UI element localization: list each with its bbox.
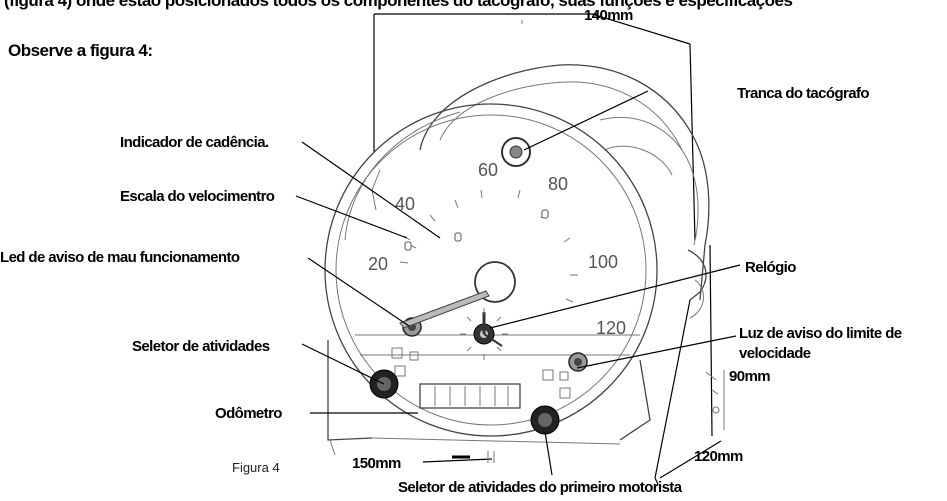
dimension-right-height: 90mm (729, 368, 770, 385)
label-first-driver-selector: Seletor de atividades do primeiro motori… (398, 479, 683, 496)
dial-number-40: 40 (395, 194, 415, 214)
dial-number-100: 100 (588, 252, 618, 272)
leader-lines (295, 13, 741, 476)
dial-number-120: 120 (596, 318, 626, 338)
dial-number-80: 80 (548, 174, 568, 194)
label-speed-limit-light-line1: Luz de aviso do limite de (739, 325, 902, 342)
label-cadence-indicator: Indicador de cadência. (120, 134, 269, 151)
label-odometer: Odômetro (215, 405, 282, 422)
label-speed-limit-light-line2: velocidade (739, 345, 811, 362)
dimension-bottom: 150mm (352, 455, 401, 472)
tachograph-device: 20 40 60 80 100 120 (324, 64, 720, 445)
label-speed-scale: Escala do velocimentro (120, 188, 275, 205)
dial-number-60: 60 (478, 160, 498, 180)
intro-text: Observe a figura 4: (8, 41, 153, 60)
dial-number-20: 20 (368, 254, 388, 274)
header-text: (figura 4) onde estão posicionados todos… (4, 0, 792, 10)
figure-caption: Figura 4 (232, 460, 280, 475)
label-activity-selector: Seletor de atividades (132, 338, 270, 355)
label-tachograph-lock: Tranca do tacógrafo (737, 85, 869, 102)
dimension-right-depth: 120mm (694, 448, 743, 465)
bottom-dimension (329, 439, 495, 463)
dimension-top: 140mm (584, 7, 633, 24)
dimension-frame (373, 13, 725, 485)
label-clock: Relógio (745, 259, 796, 276)
label-malfunction-led: Led de aviso de mau funcionamento (0, 249, 240, 266)
